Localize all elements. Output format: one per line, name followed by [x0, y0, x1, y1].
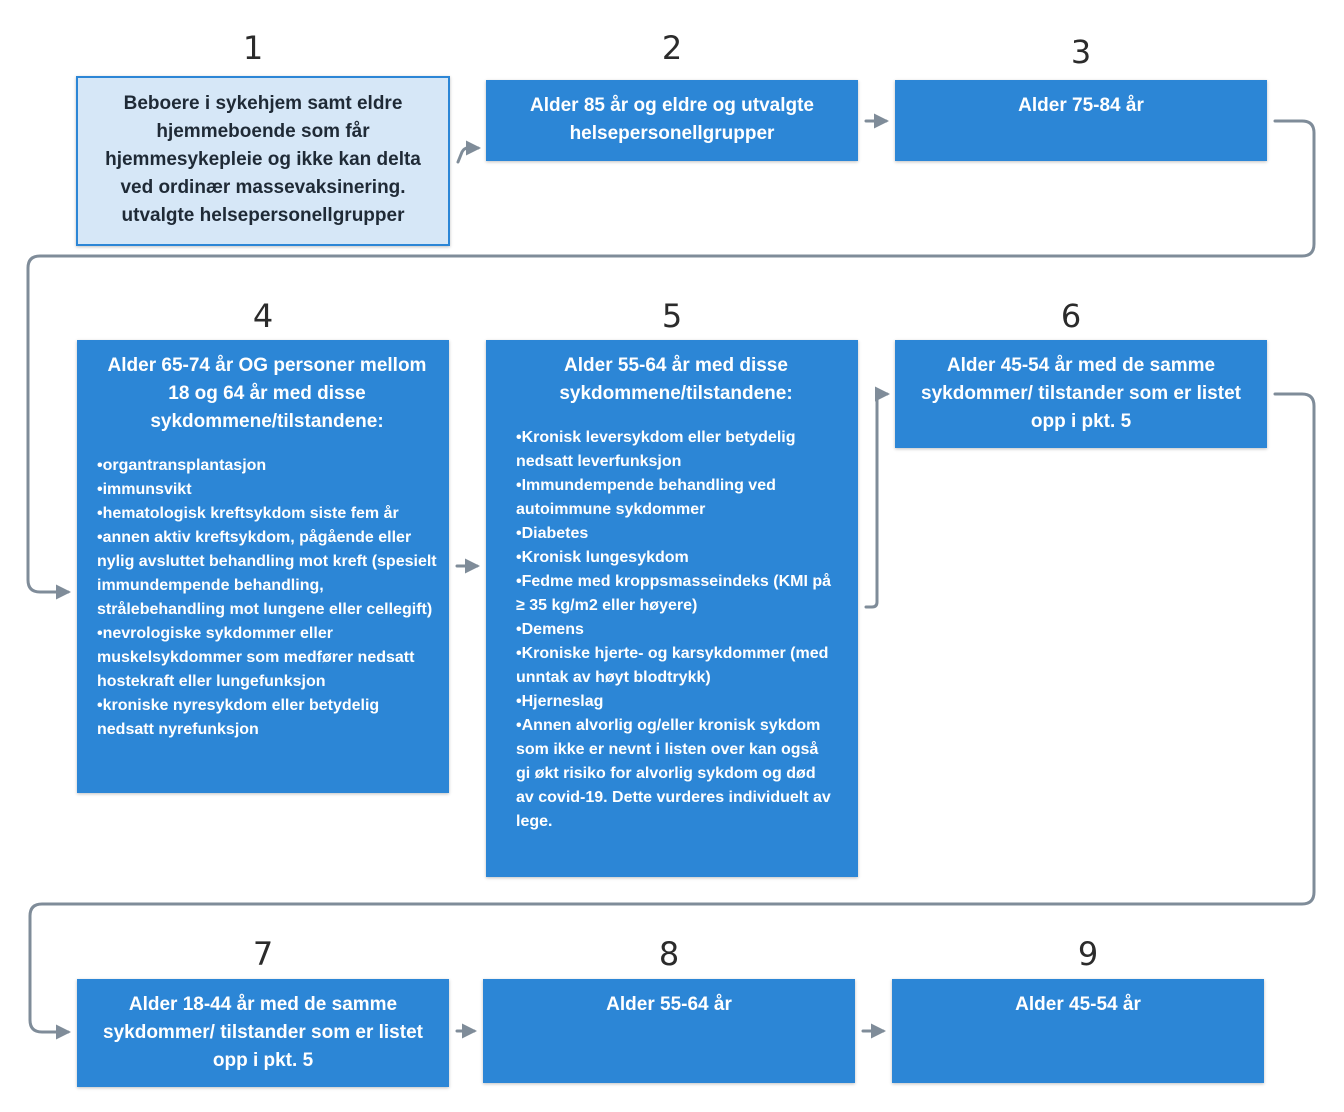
list-item: Kroniske hjerte- og karsykdommer (med un… [516, 642, 836, 690]
step-9-box: Alder 45-54 år [892, 979, 1264, 1083]
list-item: kroniske nyresykdom eller betydelig neds… [97, 694, 437, 742]
list-item: immunsvikt [97, 478, 437, 502]
list-item: Kronisk lungesykdom [516, 546, 836, 570]
step-2-number: 2 [661, 29, 683, 67]
step-5-title: Alder 55-64 år med disse sykdommene/tils… [559, 355, 793, 404]
list-item: Annen alvorlig og/eller kronisk sykdom s… [516, 714, 836, 834]
step-1-title: Beboere i sykehjem samt eldre hjemmeboen… [105, 93, 421, 226]
step-6-title: Alder 45-54 år med de samme sykdommer/ t… [921, 355, 1241, 432]
arrow-5-to-6 [864, 386, 890, 609]
step-9-title: Alder 45-54 år [1015, 994, 1141, 1015]
step-1-box: Beboere i sykehjem samt eldre hjemmeboen… [76, 76, 450, 246]
list-item: annen aktiv kreftsykdom, pågående eller … [97, 526, 437, 622]
step-4-number: 4 [252, 297, 274, 335]
step-7-number: 7 [252, 935, 274, 973]
list-item: hematologisk kreftsykdom siste fem år [97, 502, 437, 526]
step-4-title: Alder 65-74 år OG personer mellom 18 og … [107, 355, 427, 432]
list-item: Fedme med kroppsmasseindeks (KMI på ≥ 35… [516, 570, 836, 618]
step-1-number: 1 [242, 29, 264, 67]
step-5-list: Kronisk leversykdom eller betydelig neds… [516, 426, 836, 834]
step-2-title: Alder 85 år og eldre og utvalgte helsepe… [529, 95, 815, 144]
step-8-title: Alder 55-64 år [606, 994, 732, 1015]
arrow-1-to-2 [456, 140, 481, 164]
step-3-title: Alder 75-84 år [1018, 95, 1144, 116]
step-4-list: organtransplantasjon immunsvikt hematolo… [97, 454, 437, 742]
step-2-box: Alder 85 år og eldre og utvalgte helsepe… [486, 80, 858, 161]
list-item: Demens [516, 618, 836, 642]
step-4-box: Alder 65-74 år OG personer mellom 18 og … [77, 340, 449, 793]
step-7-title: Alder 18-44 år med de samme sykdommer/ t… [103, 994, 423, 1071]
step-5-number: 5 [661, 297, 683, 335]
step-7-box: Alder 18-44 år med de samme sykdommer/ t… [77, 979, 449, 1087]
step-6-number: 6 [1060, 297, 1082, 335]
step-6-box: Alder 45-54 år med de samme sykdommer/ t… [895, 340, 1267, 448]
step-8-number: 8 [658, 935, 680, 973]
step-3-box: Alder 75-84 år [895, 80, 1267, 161]
step-9-number: 9 [1077, 935, 1099, 973]
list-item: Diabetes [516, 522, 836, 546]
list-item: Kronisk leversykdom eller betydelig neds… [516, 426, 836, 474]
list-item: Immundempende behandling ved autoimmune … [516, 474, 836, 522]
list-item: nevrologiske sykdommer eller muskelsykdo… [97, 622, 437, 694]
list-item: Hjerneslag [516, 690, 836, 714]
list-item: organtransplantasjon [97, 454, 437, 478]
step-3-number: 3 [1070, 33, 1092, 71]
step-8-box: Alder 55-64 år [483, 979, 855, 1083]
step-5-box: Alder 55-64 år med disse sykdommene/tils… [486, 340, 858, 877]
